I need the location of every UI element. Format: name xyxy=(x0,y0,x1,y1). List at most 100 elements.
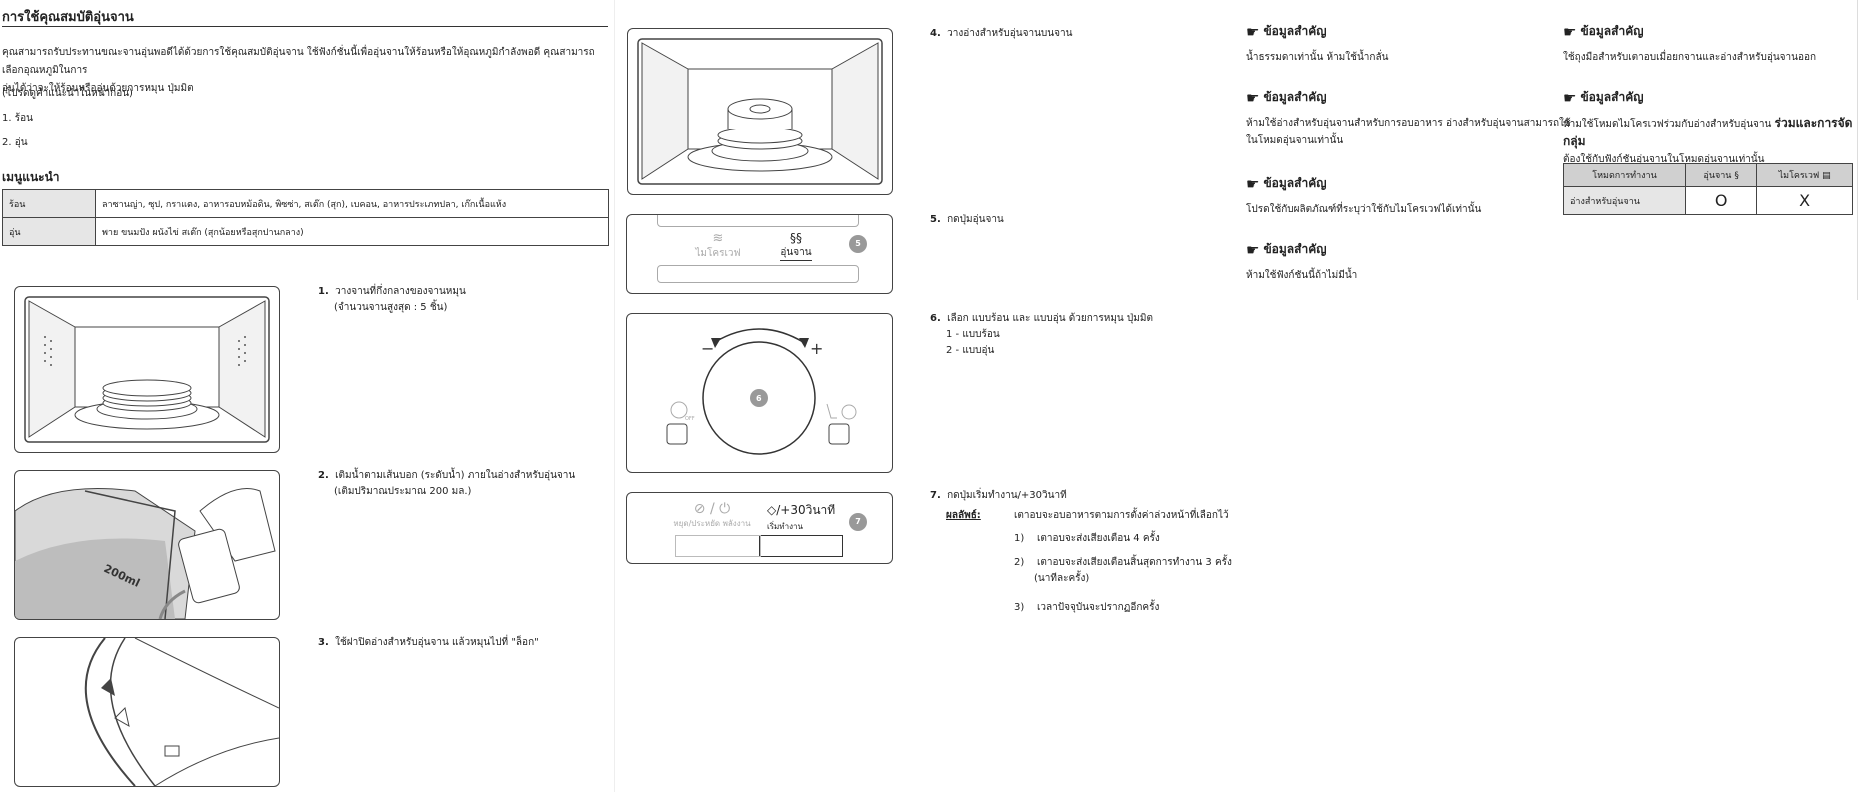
pour-water-svg: 200ml xyxy=(15,488,276,619)
arrow-head-right-icon xyxy=(799,338,809,348)
important-text: ห้ามใช้อ่างสำหรับอุ่นจานสำหรับการอบอาหาร… xyxy=(1246,118,1571,129)
microwave-button[interactable]: ≋ ไมโครเวฟ xyxy=(683,231,753,261)
step-text: เติมน้ำตามเส้นบอก (ระดับน้ำ) ภายในอ่างสำ… xyxy=(335,470,576,481)
lid-lock-illustration xyxy=(14,637,280,787)
intro-text-2: อุ่นได้ว่าจะให้ร้อนหรืออุ่นด้วยการหมุน ป… xyxy=(2,83,194,94)
panel-bottom-bar xyxy=(657,265,859,283)
important-text: ห้ามใช้ฟังก์ชันนี้ถ้าไม่มีน้ำ xyxy=(1246,270,1358,281)
step-badge xyxy=(750,389,768,407)
step-number: 5. xyxy=(930,214,941,225)
important-note-1: ☛ข้อมูลสำคัญ น้ำธรรมดาเท่านั้น ห้ามใช้น้… xyxy=(1246,22,1388,66)
timer-button[interactable] xyxy=(828,423,850,445)
important-text-2: ต้องใช้กับฟังก์ชันอุ่นจานในโหมดอุ่นจานเท… xyxy=(1563,154,1765,165)
pointing-hand-icon: ☛ xyxy=(1246,240,1260,259)
menu-title: เมนูแนะนำ xyxy=(2,170,60,184)
important-text-emphasis: ร่วมและการจัดกลุ่ม xyxy=(1563,116,1853,148)
step-subtext: (จำนวนจานสูงสุด : 5 ชิ้น) xyxy=(334,302,448,313)
stop-button[interactable]: ⊘ / ⏻ หยุด/ประหยัด พลังงาน xyxy=(667,501,757,530)
important-note-3: ☛ข้อมูลสำคัญ โปรดใช้กับผลิตภัณฑ์ที่ระบุว… xyxy=(1246,174,1481,218)
menu-table: ร้อน ลาซานญ่า, ซุป, กราแตง, อาหารอบหม้อด… xyxy=(2,189,609,246)
result-item-2: 2) เตาอบจะส่งเสียงเตือนสิ้นสุดการทำงาน 3… xyxy=(1014,555,1232,587)
important-text: น้ำธรรมดาเท่านั้น ห้ามใช้น้ำกลั่น xyxy=(1246,52,1389,63)
important-title: ข้อมูลสำคัญ xyxy=(1580,90,1644,104)
table-row: ร้อน ลาซานญ่า, ซุป, กราแตง, อาหารอบหม้อด… xyxy=(2,189,609,218)
step-text: เลือก แบบร้อน และ แบบอุ่น ด้วยการหมุน ปุ… xyxy=(947,313,1153,324)
important-text-2: ในโหมดอุ่นจานเท่านั้น xyxy=(1246,135,1344,146)
table-cell: X xyxy=(1756,186,1853,215)
step-subtext: (เติมปริมาณประมาณ 200 มล.) xyxy=(334,486,472,497)
important-text: ห้ามใช้โหมดไมโครเวฟร่วมกับอ่างสำหรับอุ่น… xyxy=(1563,115,1853,151)
microwave-icon: ▤ xyxy=(1822,171,1831,181)
step-1: 1. วางจานที่กึ่งกลางของจานหมุน (จำนวนจาน… xyxy=(318,284,466,316)
start-text: /+30วินาที xyxy=(776,503,836,517)
stop-label: หยุด/ประหยัด พลังงาน xyxy=(673,519,751,528)
step-badge: 7 xyxy=(849,513,867,531)
lid-lock-svg xyxy=(84,638,279,786)
plate-warm-label: อุ่นจาน xyxy=(780,245,812,261)
table-cell: O xyxy=(1685,186,1758,215)
control-panel-plate-warm: ≋ ไมโครเวฟ §§ อุ่นจาน 5 xyxy=(626,214,893,294)
page-title: การใช้คุณสมบัติอุ่นจาน xyxy=(2,10,134,25)
dial-svg: − + 6 OFF xyxy=(666,328,857,455)
oven-plates-svg xyxy=(24,296,270,443)
step-2: 2. เติมน้ำตามเส้นบอก (ระดับน้ำ) ภายในอ่า… xyxy=(318,468,575,500)
arrow-head-left-icon xyxy=(711,338,721,348)
header-microwave: ไมโครเวฟ xyxy=(1778,171,1820,181)
menu-value-cell: พาย ขนมปัง ผนังไข่ สเต๊ก (สุกน้อยหรือสุก… xyxy=(95,217,609,246)
start-indicator-bar xyxy=(759,535,843,557)
important-text-main: ห้ามใช้โหมดไมโครเวฟร่วมกับอ่างสำหรับอุ่น… xyxy=(1563,119,1772,130)
table-header: อุ่นจาน § xyxy=(1685,163,1758,187)
plate-warm-button[interactable]: §§ อุ่นจาน xyxy=(761,231,831,261)
pointing-hand-icon: ☛ xyxy=(1246,22,1260,41)
dial-plus: + xyxy=(810,339,823,358)
page-divider xyxy=(614,0,615,792)
step-6: 6. เลือก แบบร้อน และ แบบอุ่น ด้วยการหมุน… xyxy=(930,311,1153,359)
table-row-label: อ่างสำหรับอุ่นจาน xyxy=(1562,186,1687,215)
off-button[interactable] xyxy=(666,423,688,445)
result-text-2: (นาทีละครั้ง) xyxy=(1034,573,1090,584)
table-row: อุ่น พาย ขนมปัง ผนังไข่ สเต๊ก (สุกน้อยหร… xyxy=(2,217,609,246)
step-text: วางอ่างสำหรับอุ่นจานบนจาน xyxy=(947,28,1073,39)
start-diamond-icon: ◇ xyxy=(767,503,777,517)
menu-label-cell: ร้อน xyxy=(2,189,96,218)
menu-label-cell: อุ่น xyxy=(2,217,96,246)
step-7: 7. กดปุ่มเริ่มทำงาน/+30วินาที xyxy=(930,488,1067,504)
pointing-hand-icon: ☛ xyxy=(1246,174,1260,193)
important-title: ข้อมูลสำคัญ xyxy=(1580,24,1644,38)
panel-top-bar xyxy=(657,215,859,227)
step-number: 7. xyxy=(930,490,941,501)
important-text: โปรดใช้กับผลิตภัณฑ์ที่ระบุว่าใช้กับไมโคร… xyxy=(1246,204,1482,215)
oven-bowl-svg xyxy=(637,38,883,185)
step-option-warm: 2 - แบบอุ่น xyxy=(946,345,995,356)
timer-icon xyxy=(841,404,857,420)
note-text: (โปรดดูคำแนะนำในหน้าก่อน) xyxy=(2,88,133,99)
mode-table: โหมดการทำงาน อุ่นจาน § ไมโครเวฟ ▤ อ่างสำ… xyxy=(1562,163,1853,215)
power-off-icon xyxy=(670,401,688,419)
step-number: 2. xyxy=(318,470,329,481)
pointing-hand-icon: ☛ xyxy=(1246,88,1260,107)
important-note-4: ☛ข้อมูลสำคัญ ห้ามใช้ฟังก์ชันนี้ถ้าไม่มีน… xyxy=(1246,240,1357,284)
rotate-arrow-icon xyxy=(714,328,804,343)
step-text: วางจานที่กึ่งกลางของจานหมุน xyxy=(335,286,466,297)
stop-eco-icon: ⊘ / ⏻ xyxy=(693,501,731,517)
step-badge-text: 6 xyxy=(756,394,762,403)
step-number: 6. xyxy=(930,313,941,324)
edge-line xyxy=(1857,0,1858,300)
result-main: เตาอบจะอบอาหารตามการตั้งค่าล่วงหน้าที่เล… xyxy=(1014,510,1229,521)
header-plate-warm: อุ่นจาน xyxy=(1703,171,1732,181)
step-number: 3. xyxy=(318,637,329,648)
control-panel-start: ⊘ / ⏻ หยุด/ประหยัด พลังงาน ◇/+30วินาที เ… xyxy=(626,492,893,564)
important-title: ข้อมูลสำคัญ xyxy=(1263,24,1327,38)
title-rule xyxy=(2,26,608,27)
step-text: กดปุ่มอุ่นจาน xyxy=(947,214,1004,225)
table-header-row: โหมดการทำงาน อุ่นจาน § ไมโครเวฟ ▤ xyxy=(1562,163,1853,187)
table-header: ไมโครเวฟ ▤ xyxy=(1756,163,1853,187)
result-item-3: 3) เวลาปัจจุบันจะปรากฏอีกครั้ง xyxy=(1014,600,1159,616)
start-button[interactable]: ◇/+30วินาที เริ่มทำงาน xyxy=(767,501,847,533)
result-text: เตาอบจะส่งเสียงเตือนสิ้นสุดการทำงาน 3 คร… xyxy=(1036,557,1232,568)
important-title: ข้อมูลสำคัญ xyxy=(1263,90,1327,104)
result-label: ผลลัพธ์: xyxy=(946,510,981,521)
important-note-2: ☛ข้อมูลสำคัญ ห้ามใช้อ่างสำหรับอุ่นจานสำห… xyxy=(1246,88,1571,149)
result-item-1: 1) เตาอบจะส่งเสียงเตือน 4 ครั้ง xyxy=(1014,531,1160,547)
important-title: ข้อมูลสำคัญ xyxy=(1263,242,1327,256)
